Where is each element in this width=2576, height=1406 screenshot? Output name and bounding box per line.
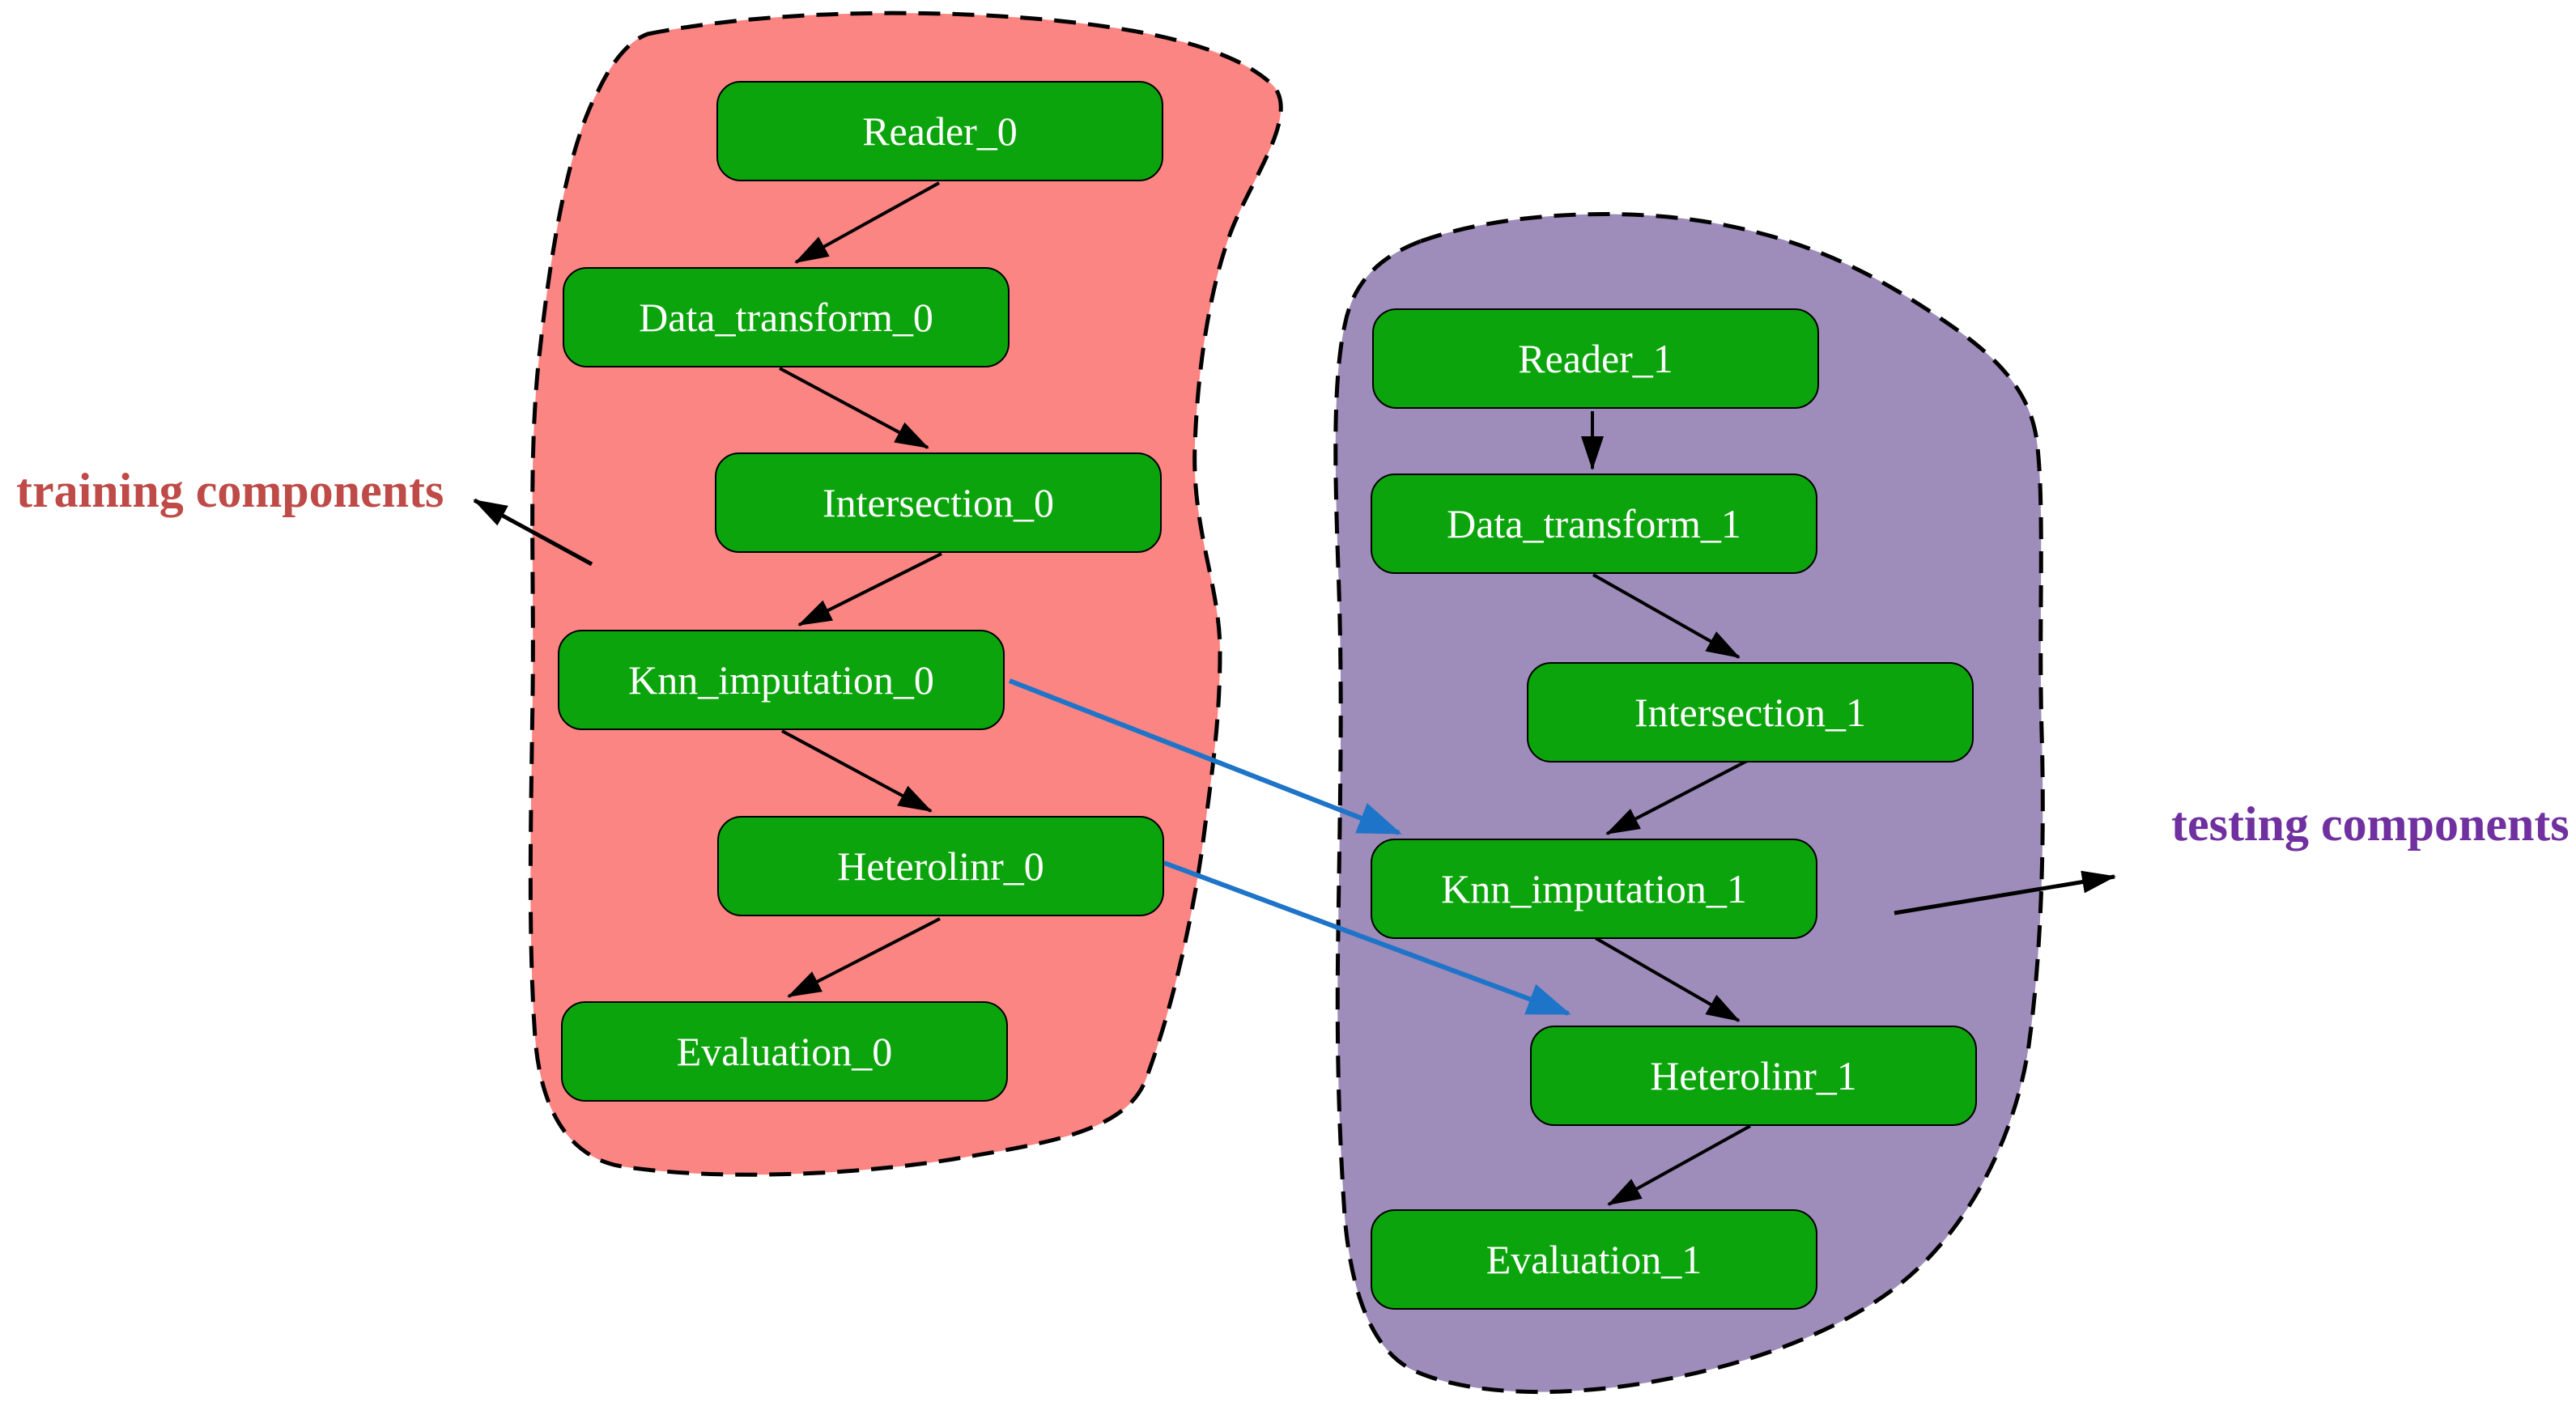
node-intersection-1: Intersection_1: [1527, 662, 1974, 762]
edge-datatransform0-intersection0: [779, 367, 929, 449]
node-data-transform-1: Data_transform_1: [1371, 474, 1817, 574]
edge-intersection1-knnimputation1: [1605, 758, 1749, 835]
node-reader-1: Reader_1: [1372, 308, 1819, 409]
node-heterolinr-1: Heterolinr_1: [1530, 1026, 1977, 1126]
testing-components-label: testing components: [2171, 797, 2570, 851]
node-heterolinr-0: Heterolinr_0: [717, 816, 1164, 916]
edge-knnimputation0-heterolinr0: [781, 729, 933, 813]
edge-heterolinr1-evaluation1: [1607, 1124, 1751, 1206]
node-knn-imputation-1: Knn_imputation_1: [1371, 839, 1817, 939]
training-components-label: training components: [16, 464, 444, 517]
node-knn-imputation-0: Knn_imputation_0: [558, 630, 1005, 730]
edge-heterolinr0-heterolinr1-blue: [1163, 860, 1571, 1016]
node-intersection-0: Intersection_0: [715, 452, 1162, 553]
edge-heterolinr0-evaluation0: [787, 917, 941, 998]
edge-datatransform1-intersection1: [1592, 573, 1741, 659]
training-label-pointer-arrow: [473, 498, 593, 567]
edge-knnimputation0-knnimputation1-blue: [1008, 678, 1402, 835]
edge-intersection0-knnimputation0: [797, 552, 942, 627]
node-data-transform-0: Data_transform_0: [563, 267, 1010, 367]
node-evaluation-0: Evaluation_0: [561, 1001, 1008, 1102]
testing-label-pointer-arrow: [1894, 870, 2116, 915]
node-evaluation-1: Evaluation_1: [1371, 1209, 1817, 1310]
edge-knnimputation1-heterolinr1: [1595, 937, 1741, 1022]
training-region-blob: [528, 11, 1283, 1177]
edge-reader0-datatransform0: [794, 181, 940, 264]
node-reader-0: Reader_0: [716, 81, 1163, 181]
